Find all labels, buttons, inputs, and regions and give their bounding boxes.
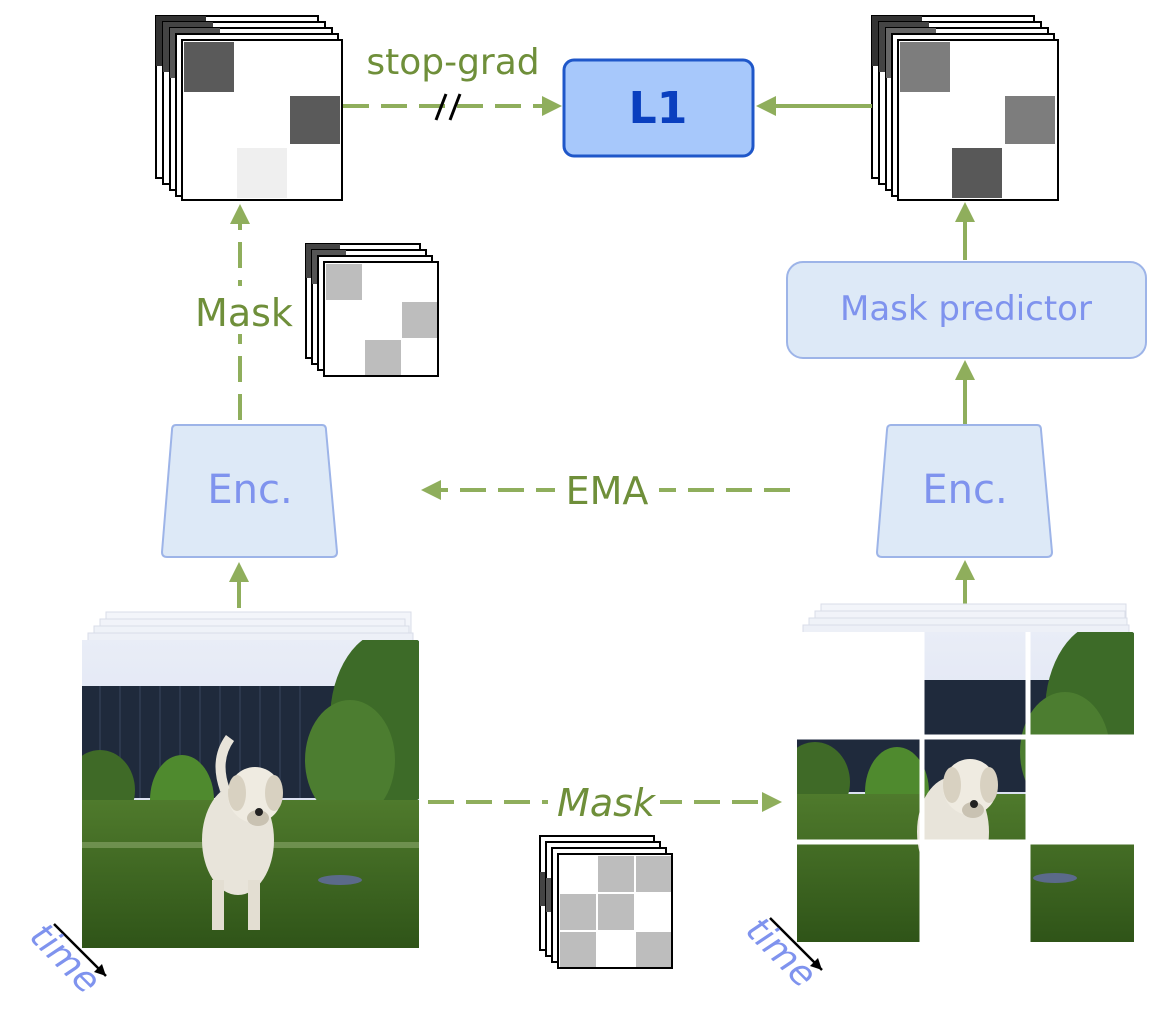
- time-arrow-left: [53, 923, 107, 977]
- mask-cell-dark: [952, 148, 1002, 198]
- mask-label-bottom: Mask: [557, 781, 657, 825]
- mask-label-top: Mask: [195, 291, 293, 335]
- video-frame: [82, 640, 419, 948]
- encoder-label-left: Enc.: [207, 467, 292, 513]
- small-mask-stack: [305, 243, 439, 377]
- masked-video-frame: [797, 632, 1134, 942]
- input-video-stack: [82, 611, 419, 948]
- mask-cell-dark: [290, 96, 340, 144]
- masked-video-stack: [797, 603, 1134, 942]
- encoder-label-right: Enc.: [922, 467, 1007, 513]
- ema-arrow: EMA: [421, 466, 790, 514]
- time-arrow-right: [769, 917, 823, 971]
- predicted-mask-stack: [871, 15, 1059, 201]
- stop-grad-label: stop-grad: [366, 42, 539, 83]
- online-encoder: Enc.: [875, 424, 1054, 558]
- mask-cell-mid: [1005, 96, 1055, 144]
- mask-cell-light: [237, 148, 287, 198]
- stop-grad-arrow: stop-grad: [343, 42, 562, 121]
- ema-label: EMA: [566, 469, 649, 513]
- mask-cell-dark: [184, 42, 234, 92]
- target-encoder: Enc.: [160, 424, 339, 558]
- mask-predictor: Mask predictor: [786, 261, 1147, 359]
- masking-arrow: Mask: [428, 778, 782, 825]
- l1-loss-box: L1: [562, 58, 755, 158]
- masked-patch: [922, 842, 1028, 942]
- sampled-mask-stack: [539, 835, 673, 969]
- mask-predictor-label: Mask predictor: [840, 289, 1092, 329]
- masked-patch: [1028, 737, 1134, 842]
- target-mask-stack: [155, 15, 343, 201]
- masked-patch: [797, 632, 922, 737]
- loss-label: L1: [629, 83, 688, 134]
- mask-cell-mid: [900, 42, 950, 92]
